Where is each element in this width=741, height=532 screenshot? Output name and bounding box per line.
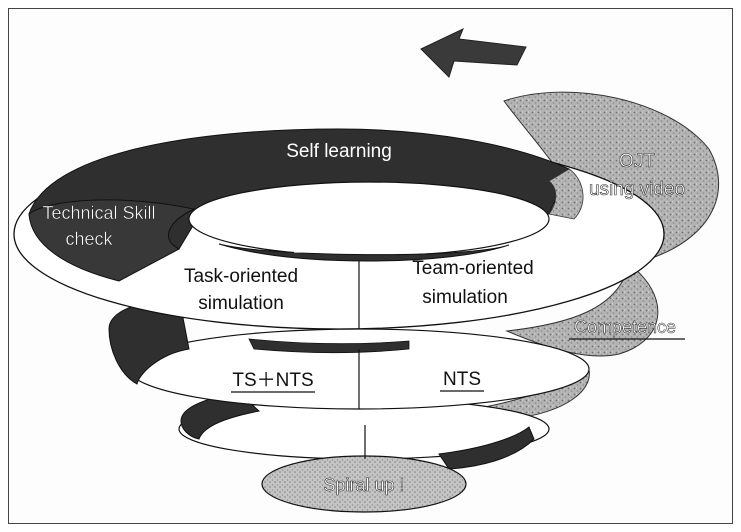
nts-label: NTS (443, 369, 481, 390)
diagram-frame: Self learning OJT using video Technical … (8, 8, 733, 524)
spiral-diagram: Self learning OJT using video Technical … (13, 27, 720, 513)
knowledge-label: Knowledge (297, 230, 386, 250)
competence-label: Competence (574, 317, 676, 337)
spiral-up-label: Spiral up ! (323, 475, 404, 495)
ojt-label-line1: OJT (619, 151, 655, 172)
coil-2-dark-mid (248, 338, 410, 354)
direction-arrow-icon (420, 27, 527, 78)
ts-nts-label: TS＋NTS (232, 370, 313, 391)
coil-3-dark-right (438, 426, 535, 470)
technical-skill-label-line2: check (65, 229, 113, 249)
knowledge-band (218, 243, 510, 262)
ojt-label-line2: using video (589, 179, 685, 200)
coil-2-dark-left (108, 296, 190, 385)
technical-skill-band (28, 199, 196, 282)
ring-ojt-junction (548, 168, 584, 220)
team-oriented-label-line1: Team-oriented (412, 258, 533, 279)
spiral-up-ellipse (261, 455, 467, 513)
task-oriented-label-line2: simulation (198, 293, 284, 314)
coil-3-dark-left (180, 392, 261, 440)
technical-skill-label-line1: Technical Skill (42, 203, 155, 223)
task-oriented-label-line1: Task-oriented (184, 266, 298, 287)
self-learning-label: Self learning (286, 141, 392, 162)
team-oriented-label-line2: simulation (422, 287, 508, 308)
